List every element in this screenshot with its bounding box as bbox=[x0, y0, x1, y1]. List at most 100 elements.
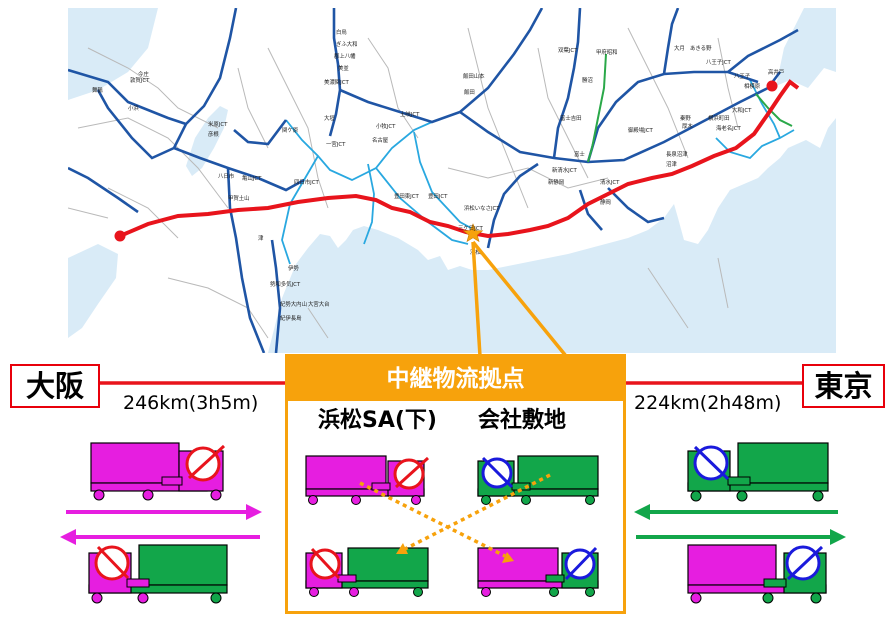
map-place-label: 八王子JCT bbox=[706, 59, 732, 66]
map-place-label: 甲府昭和 bbox=[596, 48, 618, 56]
map-place-label: 豊田東JCT bbox=[394, 192, 420, 200]
hub-connector-line-left bbox=[471, 241, 482, 357]
hub-truck-tokyo-departure bbox=[477, 546, 599, 597]
map-place-label: 美濃関JCT bbox=[324, 78, 350, 86]
map-place-label: 美並 bbox=[338, 64, 349, 72]
map-place-label: 新清水JCT bbox=[552, 166, 578, 174]
truck-cargo bbox=[477, 547, 559, 582]
map-place-label: あきる野 bbox=[690, 44, 712, 52]
arrow-to-hub-green bbox=[634, 504, 838, 520]
map-place-label: 横浜町田 bbox=[708, 114, 730, 122]
map-place-label: 彦根 bbox=[208, 130, 219, 138]
osaka-label: 大阪 bbox=[10, 364, 100, 408]
wheel bbox=[210, 489, 222, 501]
map-place-label: 飯田 bbox=[464, 88, 475, 96]
truck-cargo bbox=[737, 442, 829, 484]
wheel bbox=[413, 587, 423, 597]
map-place-label: 大和JCT bbox=[732, 106, 752, 114]
map-place-label: 三ケ日JCT bbox=[458, 225, 484, 232]
wheel bbox=[690, 592, 702, 604]
osaka-endpoint-marker bbox=[114, 230, 126, 242]
map-place-label: 沼津 bbox=[666, 160, 677, 168]
truck-tokyo-return bbox=[687, 544, 827, 604]
driver-slash bbox=[786, 545, 824, 581]
truck-hitch bbox=[763, 578, 787, 588]
ise-bay bbox=[268, 118, 836, 353]
lake-biwa bbox=[186, 106, 228, 176]
map-place-label: 厚木 bbox=[682, 122, 693, 130]
map-place-label: 大垣 bbox=[324, 114, 335, 122]
map-place-label: 新静岡 bbox=[548, 178, 564, 186]
tokyo-bay bbox=[776, 8, 836, 88]
expressways bbox=[68, 8, 799, 353]
map-place-label: 米原JCT bbox=[208, 120, 228, 128]
driver-slash bbox=[693, 445, 730, 481]
map-place-label: 八日市 bbox=[218, 172, 235, 180]
map-place-label: 双葉JCT bbox=[558, 46, 578, 54]
map-place-label: 敦賀JCT bbox=[130, 76, 150, 84]
map-place-label: 紀勢大内山 bbox=[280, 300, 307, 308]
tokyo-endpoint-marker bbox=[766, 80, 778, 92]
wheel bbox=[812, 490, 824, 502]
wheel bbox=[349, 587, 359, 597]
driver-slash bbox=[481, 456, 514, 489]
hub-location-sa: 浜松SA(下) bbox=[318, 408, 437, 433]
truck-osaka-return bbox=[88, 544, 228, 604]
wheel bbox=[308, 495, 318, 505]
map-place-label: 浜松いなさJCT bbox=[464, 204, 500, 212]
hub-truck-osaka-departure bbox=[305, 547, 429, 597]
map-place-label: 静岡 bbox=[600, 198, 611, 206]
truck-hitch bbox=[126, 578, 150, 588]
swap-arrow-osaka-to-tokyo bbox=[359, 481, 506, 558]
map-place-label: 関ケ原 bbox=[282, 127, 299, 134]
right-distance: 224km(2h48m) bbox=[634, 392, 782, 414]
hub-connector-line-right bbox=[471, 240, 568, 358]
main-route-osaka-tokyo bbox=[119, 79, 800, 239]
truck-hitch bbox=[545, 574, 565, 583]
driver-slash bbox=[394, 456, 430, 489]
driver-slash bbox=[187, 444, 226, 480]
wheel bbox=[142, 489, 154, 501]
truck-osaka-outbound bbox=[90, 442, 226, 501]
map-place-label: 名古屋 bbox=[372, 136, 389, 144]
wheel bbox=[585, 495, 595, 505]
wheel bbox=[137, 592, 149, 604]
map-place-label: 大月 bbox=[674, 44, 685, 52]
truck-cargo bbox=[687, 544, 777, 586]
map-place-label: 土岐JCT bbox=[400, 110, 420, 118]
driver-swap-arrows bbox=[359, 473, 551, 563]
map-place-label: ぎふ大和 bbox=[336, 40, 358, 48]
wheel bbox=[481, 587, 491, 597]
truck-hitch bbox=[337, 574, 357, 583]
map-place-label: 海老名JCT bbox=[716, 124, 742, 132]
hub-truck-osaka-arrival bbox=[305, 455, 430, 505]
map-place-label: 清水JCT bbox=[600, 178, 620, 186]
map-place-label: 高井戸 bbox=[768, 68, 785, 76]
wheel bbox=[521, 495, 531, 505]
wheel bbox=[93, 489, 105, 501]
map-place-label: 伊勢 bbox=[288, 264, 299, 272]
arrow-to-hub-magenta bbox=[66, 504, 262, 520]
truck-hitch bbox=[161, 476, 183, 486]
wheel bbox=[736, 490, 748, 502]
map-place-label: 豊田JCT bbox=[428, 192, 448, 200]
map-place-label: 今庄 bbox=[138, 70, 149, 78]
osaka-bay bbox=[68, 244, 118, 338]
wheel bbox=[481, 495, 491, 505]
hub-location-company: 会社敷地 bbox=[478, 408, 567, 433]
map-place-label: 勝沼 bbox=[582, 76, 593, 84]
truck-tokyo-outbound bbox=[687, 442, 829, 502]
wheel bbox=[810, 592, 822, 604]
wheel bbox=[351, 495, 361, 505]
map-place-label: 長泉沼津 bbox=[666, 150, 688, 158]
map-place-label: 秦野 bbox=[680, 114, 691, 122]
wheel bbox=[585, 587, 595, 597]
map-place-label: 御殿場JCT bbox=[628, 126, 654, 134]
map-place-label: 小浜 bbox=[128, 104, 139, 112]
truck-hitch bbox=[371, 482, 391, 491]
map-place-label: 富士 bbox=[574, 150, 585, 158]
hub-star-icon bbox=[462, 223, 484, 243]
